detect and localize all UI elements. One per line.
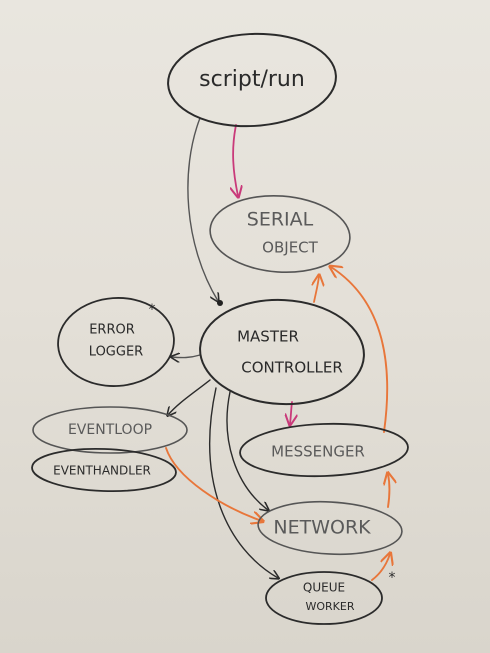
node-label-script-run: script/run xyxy=(199,67,305,92)
node-label-controller: CONTROLLER xyxy=(241,359,343,377)
node-network[interactable]: NETWORK xyxy=(257,498,404,557)
edge-master-controller-to-error-logger xyxy=(172,355,201,358)
edge-master-controller-to-eventloop xyxy=(168,379,211,415)
edge-master-controller-to-messenger xyxy=(290,401,292,424)
edge-master-controller-to-serial-object xyxy=(314,276,319,303)
error-logger-asterisk: * xyxy=(149,302,156,318)
node-eventloop[interactable]: EVENTLOOP xyxy=(32,406,188,454)
node-label-messenger: MESSENGER xyxy=(271,443,365,461)
node-label-error: ERROR xyxy=(89,323,135,338)
node-label-object: OBJECT xyxy=(262,239,318,257)
node-script-run[interactable]: script/run xyxy=(166,30,339,131)
junction-dot xyxy=(217,300,223,306)
node-label-queue: QUEUE xyxy=(303,581,345,595)
node-eventhandler[interactable]: EVENTHANDLER xyxy=(31,447,177,494)
node-label-network: NETWORK xyxy=(273,517,371,539)
edge-script-run-to-master-controller xyxy=(187,117,218,301)
node-label-master: MASTER xyxy=(237,328,299,346)
edge-eventloop-to-network xyxy=(165,447,262,521)
edge-master-controller-to-queue-worker xyxy=(209,387,278,578)
node-queue-worker[interactable]: QUEUE WORKER * xyxy=(265,570,396,625)
node-label-worker: WORKER xyxy=(306,600,355,613)
node-label-serial: SERIAL xyxy=(247,209,314,231)
node-master-controller[interactable]: MASTER CONTROLLER xyxy=(197,296,366,408)
node-label-eventhandler: EVENTHANDLER xyxy=(53,464,151,478)
node-label-eventloop: EVENTLOOP xyxy=(68,422,152,438)
edge-queue-worker-to-network xyxy=(371,554,390,581)
edge-messenger-to-serial-object xyxy=(331,267,389,433)
queue-worker-asterisk: * xyxy=(389,570,396,586)
edge-script-run-to-serial-object xyxy=(233,124,238,196)
node-label-logger: LOGGER xyxy=(89,345,143,360)
node-serial-object[interactable]: SERIAL OBJECT xyxy=(208,191,353,277)
node-messenger[interactable]: MESSENGER xyxy=(239,421,409,479)
edge-master-controller-to-network xyxy=(226,391,268,510)
node-error-logger[interactable]: ERROR LOGGER * xyxy=(55,294,177,390)
edge-network-to-messenger xyxy=(388,474,390,508)
